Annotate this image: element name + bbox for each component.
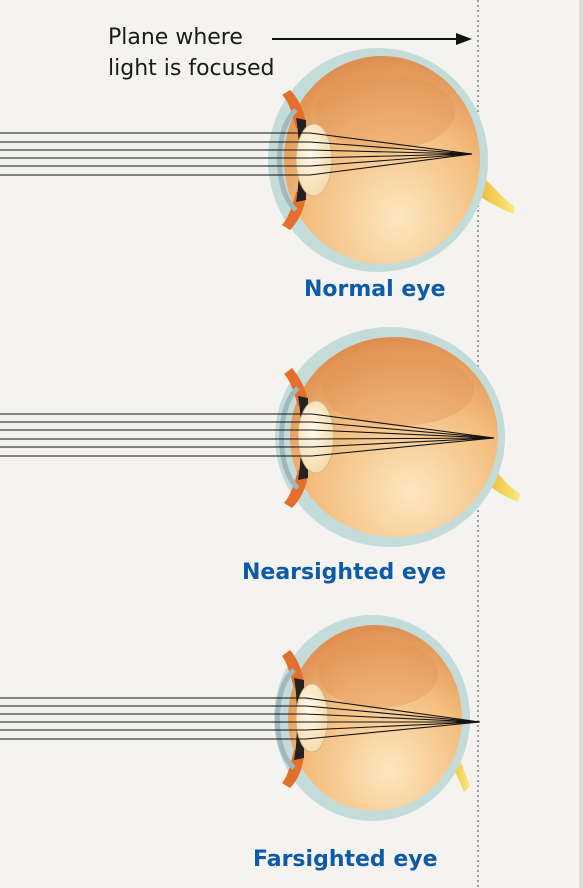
normal-eye-caption: Normal eye	[304, 279, 446, 301]
lens	[298, 401, 334, 473]
eyeball-shadow	[318, 640, 438, 708]
lens	[296, 684, 328, 752]
focus-plane-label-line2: light is focused	[108, 53, 275, 84]
focus-plane-label: Plane where light is focused	[108, 22, 275, 84]
farsighted-eye-caption: Farsighted eye	[253, 849, 438, 871]
farsighted-eye-illustration	[0, 615, 480, 821]
eyeball-shadow	[315, 74, 455, 150]
plane-pointer-arrow	[272, 33, 472, 45]
focus-plane-label-line1: Plane where	[108, 22, 275, 53]
nearsighted-eye-illustration	[0, 327, 520, 547]
eyeball-shadow	[322, 354, 474, 426]
nearsighted-eye-caption: Nearsighted eye	[242, 562, 446, 584]
